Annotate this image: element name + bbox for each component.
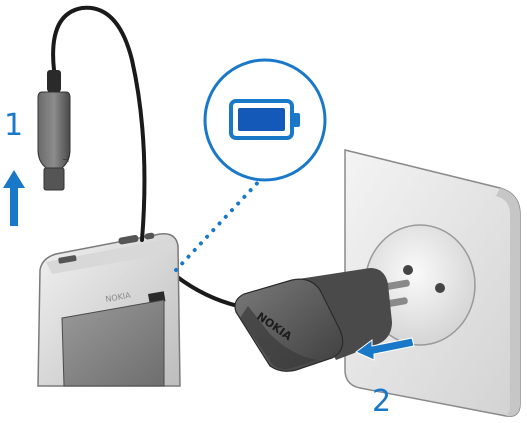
wall-plate-edge xyxy=(496,188,520,417)
charger-face xyxy=(240,306,318,370)
usb-strain-relief xyxy=(47,70,61,92)
phone-top-edge xyxy=(46,240,176,274)
socket-hole-right xyxy=(435,283,445,293)
usb-symbol-icon: ⊣ xyxy=(62,155,69,164)
phone-port-3 xyxy=(58,255,77,264)
phone: NOKIA xyxy=(37,232,181,387)
usb-plug-tip xyxy=(43,167,65,191)
socket-hole-left xyxy=(403,265,413,275)
phone-port-2 xyxy=(144,232,155,240)
battery-callout xyxy=(203,58,327,182)
usb-connector: ⊣ xyxy=(37,70,71,191)
step-1-label: 1 xyxy=(4,108,24,143)
charger-pin-upper xyxy=(381,279,410,291)
charger-cable xyxy=(174,274,240,308)
step-2-label: 2 xyxy=(372,384,392,419)
phone-screen xyxy=(61,299,165,387)
arrow-left-icon xyxy=(355,337,415,361)
callout-dotted-line xyxy=(174,176,264,272)
charger: NOKIA xyxy=(234,268,392,372)
phone-port-1 xyxy=(118,235,139,245)
battery-full-icon xyxy=(229,99,300,140)
usb-cable xyxy=(51,5,147,242)
arrow-up-icon xyxy=(3,170,25,226)
phone-brand-logo: NOKIA xyxy=(105,291,132,304)
